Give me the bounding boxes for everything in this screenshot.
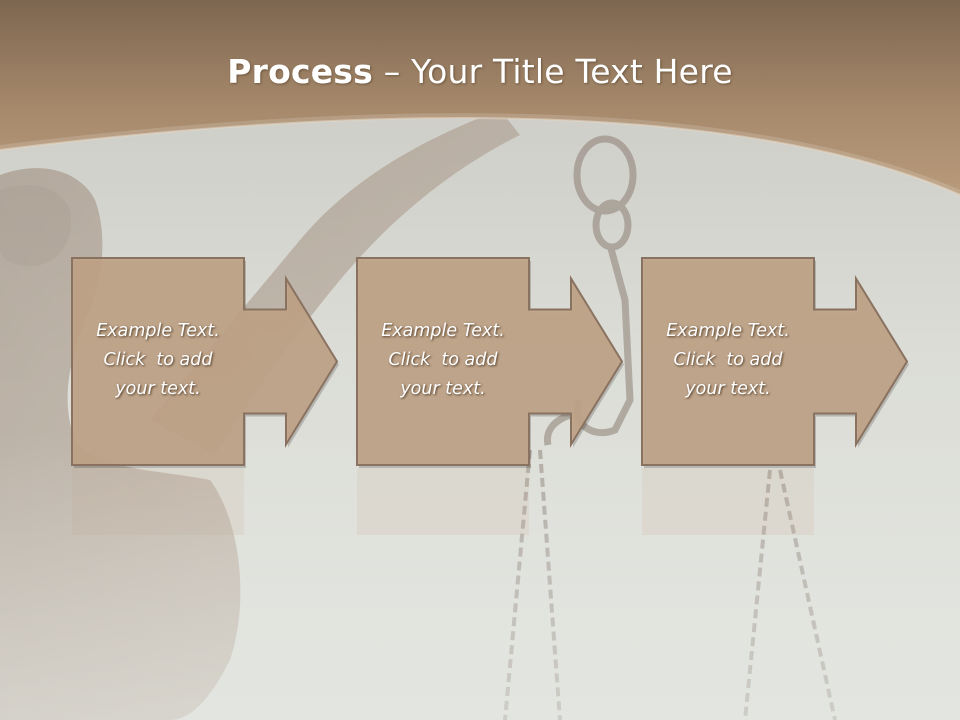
header-curve-highlight — [0, 117, 960, 196]
step-reflection — [357, 468, 529, 535]
title-dash: – — [373, 52, 412, 91]
step-reflection — [72, 468, 244, 535]
process-step-line: Click to add — [673, 349, 783, 370]
title-rest: Your Title Text Here — [411, 52, 733, 91]
header-band — [0, 0, 960, 195]
process-step-line: Click to add — [388, 349, 498, 370]
step-reflection — [642, 468, 814, 535]
process-step-line: your text. — [685, 378, 771, 399]
process-step-arrow-box[interactable] — [71, 257, 339, 466]
process-step-arrow-box[interactable] — [641, 257, 909, 466]
process-step-text[interactable]: Example Text. Click to add your text. — [68, 317, 248, 404]
process-step-arrow-box[interactable] — [356, 257, 624, 466]
process-step-line: your text. — [115, 378, 201, 399]
process-step-line: Example Text. — [666, 320, 790, 341]
process-step-line: Click to add — [103, 349, 213, 370]
process-step-text[interactable]: Example Text. Click to add your text. — [638, 317, 818, 404]
process-step-line: your text. — [400, 378, 486, 399]
title-bold: Process — [227, 52, 373, 91]
slide-title[interactable]: Process – Your Title Text Here — [0, 52, 960, 91]
process-step-text[interactable]: Example Text. Click to add your text. — [353, 317, 533, 404]
process-step-line: Example Text. — [96, 320, 220, 341]
process-step-line: Example Text. — [381, 320, 505, 341]
